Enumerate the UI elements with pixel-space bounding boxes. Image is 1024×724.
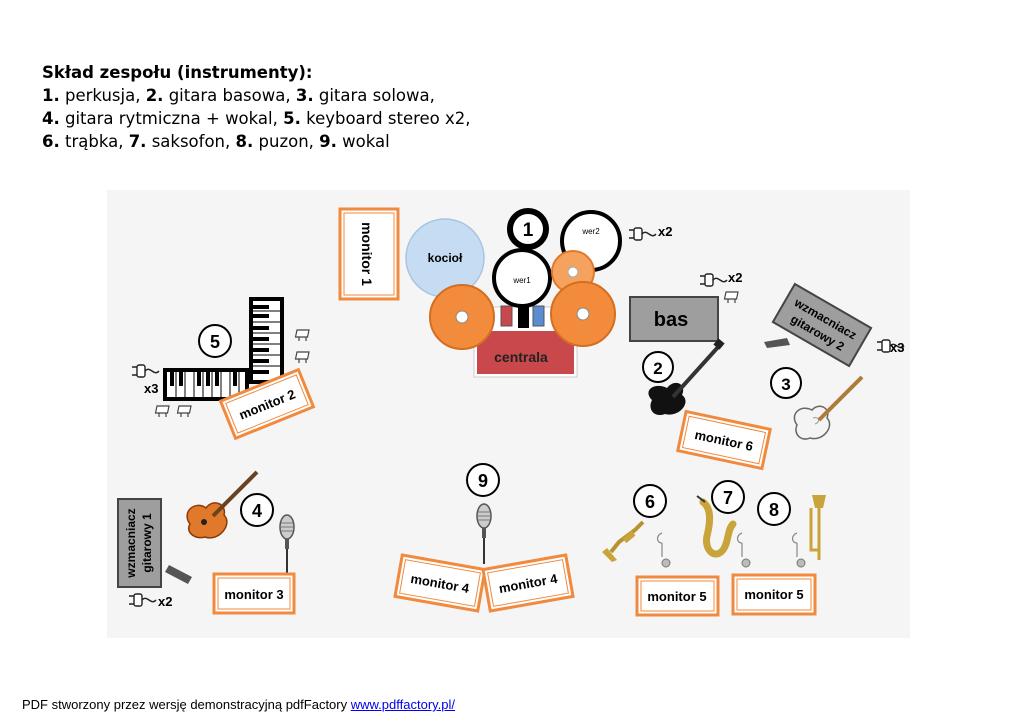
guitar-amp-1: wzmacniacz gitarowy 1	[117, 498, 162, 588]
di-box-icon	[176, 405, 192, 418]
number-5: 5	[198, 324, 232, 358]
bass-guitar-icon	[648, 338, 725, 416]
number-6: 6	[633, 484, 667, 518]
mic-clip-icon	[736, 532, 751, 568]
svg-text:monitor 5: monitor 5	[744, 587, 803, 602]
svg-text:bas: bas	[654, 309, 688, 331]
di-box-icon	[294, 351, 310, 364]
number-3: 3	[770, 367, 802, 399]
svg-text:wzmacniacz: wzmacniacz	[124, 508, 138, 578]
di-box-icon	[154, 405, 170, 418]
monitor-5-left: monitor 5	[635, 575, 720, 617]
number-2: 2	[642, 351, 674, 383]
svg-text:monitor 3: monitor 3	[224, 587, 283, 602]
multiplier-x2-bas: x2	[728, 270, 742, 285]
monitor-6: monitor 6	[676, 409, 772, 471]
mic-clip-icon	[791, 532, 806, 568]
guitar-amp-2: wzmacniacz gitarowy 2	[771, 282, 873, 368]
number-4: 4	[240, 493, 274, 527]
stage-diagram: monitor 1 kocioł 1 wer2 centrala wer1	[117, 207, 905, 617]
monitor-2: monitor 2	[218, 367, 316, 441]
vocal-mic-4-icon	[279, 514, 295, 576]
bass-amp: bas	[629, 296, 719, 342]
svg-text:kocioł: kocioł	[428, 251, 463, 265]
svg-text:wer2: wer2	[581, 227, 600, 236]
monitor-3: monitor 3	[212, 572, 296, 615]
trombone-icon	[809, 495, 826, 560]
trumpet-icon	[602, 520, 645, 562]
lineup-title: Skład zespołu (instrumenty):	[42, 63, 313, 82]
plug-icon	[699, 273, 728, 287]
svg-text:2: 2	[653, 359, 662, 378]
monitor-5-right: monitor 5	[731, 573, 817, 616]
drum-central: centrala	[473, 294, 578, 378]
snare-1: wer1	[492, 248, 552, 308]
svg-text:1: 1	[523, 220, 534, 241]
stage-plan: monitor 1 kocioł 1 wer2 centrala wer1	[107, 190, 910, 638]
svg-text:4: 4	[252, 501, 262, 521]
monitor-1: monitor 1	[338, 207, 400, 301]
svg-text:5: 5	[210, 332, 220, 352]
plug-icon	[128, 593, 157, 607]
number-9: 9	[466, 463, 500, 497]
svg-text:gitarowy 1: gitarowy 1	[140, 513, 154, 573]
monitor-4-right: monitor 4	[481, 553, 575, 613]
svg-text:wer1: wer1	[512, 276, 531, 285]
lineup-line-2: 4. gitara rytmiczna + wokal, 5. keyboard…	[42, 109, 471, 128]
lineup-line-3: 6. trąbka, 7. saksofon, 8. puzon, 9. wok…	[42, 132, 390, 151]
number-1: 1	[507, 208, 549, 250]
vocal-mic-9-icon	[476, 503, 492, 565]
multiplier-x3-keys: x3	[144, 381, 158, 396]
pedal-icon	[165, 565, 192, 584]
plug-icon	[628, 227, 657, 241]
electric-guitar-icon	[793, 375, 864, 440]
footer: PDF stworzony przez wersję demonstracyjn…	[22, 697, 455, 712]
multiplier-x3-amp2: x3	[890, 340, 904, 355]
saxophone-icon	[696, 495, 737, 558]
floor-tom-left	[429, 284, 495, 350]
svg-text:6: 6	[645, 492, 655, 512]
mic-clip-icon	[656, 532, 671, 568]
footer-link[interactable]: www.pdffactory.pl/	[350, 697, 456, 712]
kettle-drum: kocioł	[405, 218, 485, 298]
footer-text: PDF stworzony przez wersję demonstracyjn…	[22, 697, 351, 712]
number-8: 8	[757, 492, 791, 526]
svg-text:monitor 5: monitor 5	[647, 589, 706, 604]
di-box-icon	[723, 291, 739, 304]
svg-text:8: 8	[769, 500, 779, 520]
multiplier-x2-drums: x2	[658, 224, 672, 239]
floor-tom-right	[550, 281, 616, 347]
pedal-icon	[764, 338, 790, 348]
monitor-4-left: monitor 4	[393, 553, 487, 613]
svg-text:monitor 1: monitor 1	[359, 222, 375, 286]
lineup-line-1: 1. perkusja, 2. gitara basowa, 3. gitara…	[42, 86, 435, 105]
multiplier-x2-amp1: x2	[158, 594, 172, 609]
keyboard-vertical-icon	[249, 297, 284, 384]
band-lineup: Skład zespołu (instrumenty): 1. perkusja…	[42, 61, 471, 153]
plug-icon	[131, 364, 160, 378]
svg-text:7: 7	[723, 488, 733, 508]
di-box-icon	[294, 329, 310, 342]
svg-text:centrala: centrala	[494, 349, 548, 365]
svg-text:9: 9	[478, 471, 488, 491]
les-paul-guitar-icon	[186, 470, 259, 539]
number-7: 7	[711, 480, 745, 514]
svg-text:3: 3	[781, 375, 790, 394]
